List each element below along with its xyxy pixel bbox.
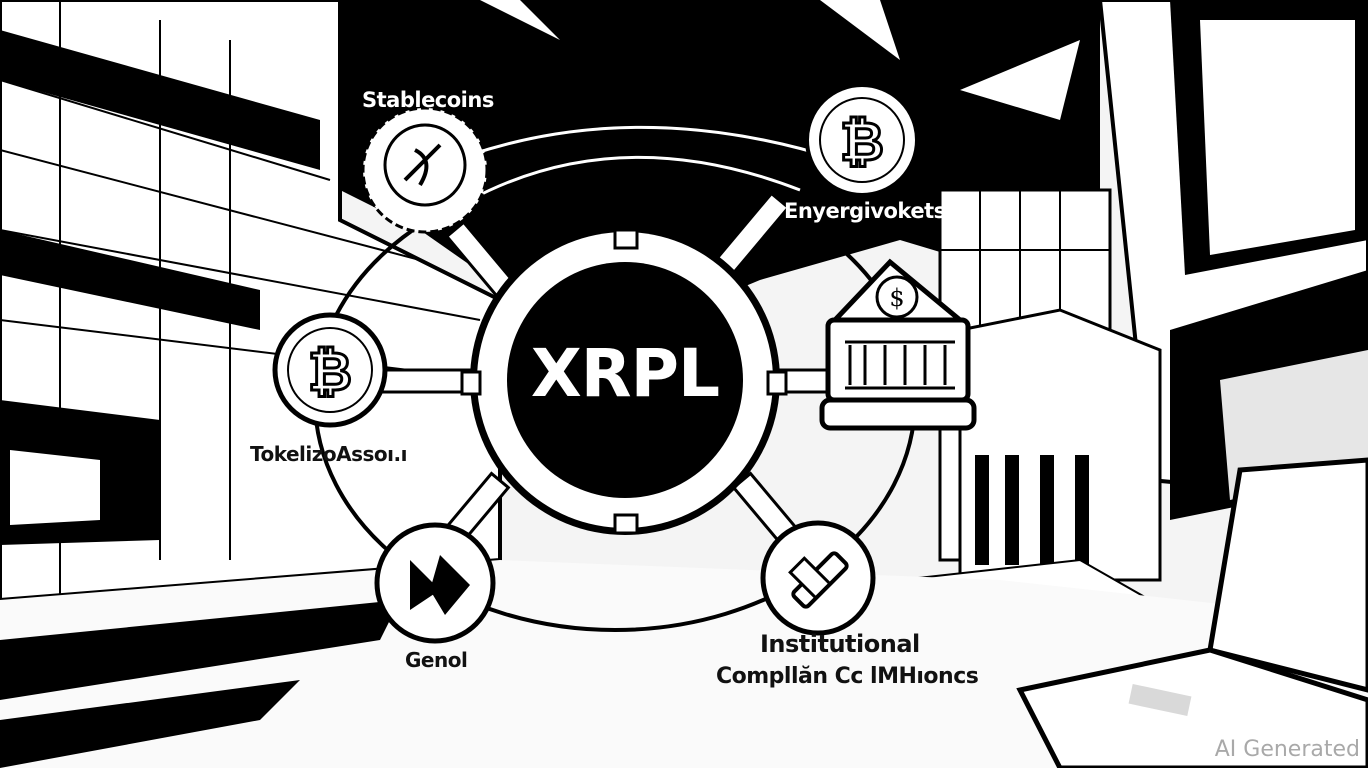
- node-label-institutional-line2: Compllăn Cc lMHıoncs: [716, 664, 979, 689]
- node-label-emerging-markets: Enyergivokets: [784, 199, 946, 223]
- svg-text:$: $: [889, 284, 904, 312]
- node-label-gaming: Genol: [405, 648, 468, 672]
- svg-text:₿: ₿: [308, 340, 352, 403]
- node-label-institutional-line1: Institutional: [760, 630, 920, 658]
- node-label-tokenized-assets: TokelizoAssoı.ı: [250, 442, 407, 466]
- node-label-stablecoins: Stablecoins: [362, 88, 494, 112]
- hub-label: XRPL: [530, 335, 720, 412]
- ai-generated-watermark: AI Generated: [1214, 737, 1360, 762]
- svg-text:₿: ₿: [840, 110, 884, 173]
